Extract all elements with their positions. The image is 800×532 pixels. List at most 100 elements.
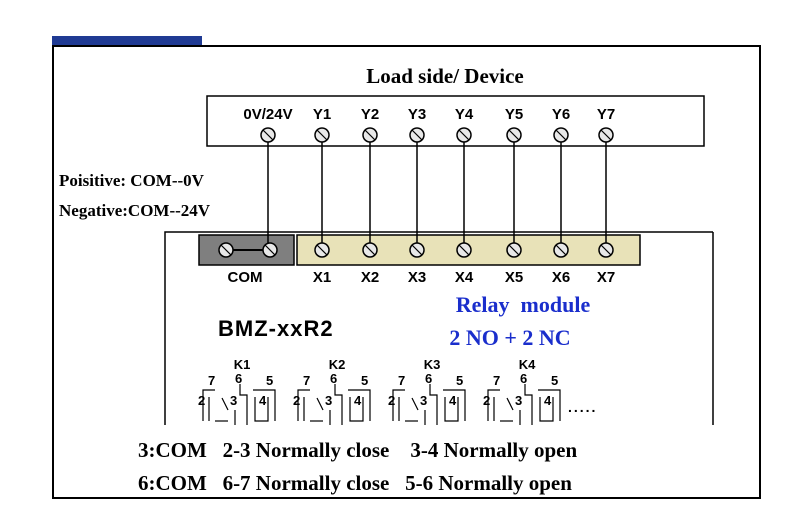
relay-name: K3 bbox=[424, 357, 441, 372]
relay-contact-lines bbox=[239, 384, 248, 425]
load-terminal-label-y2: Y2 bbox=[361, 106, 379, 123]
load-terminal-label-y5: Y5 bbox=[505, 106, 523, 123]
load-terminal-screw-2-slot bbox=[364, 129, 376, 141]
com-screw-left-slot bbox=[220, 244, 232, 256]
x-terminal-screw-3-slot bbox=[411, 244, 423, 256]
x-terminal-screw-6-slot bbox=[555, 244, 567, 256]
relay-contact-lines bbox=[506, 397, 514, 411]
com-label: COM bbox=[228, 269, 263, 286]
relay-contact-lines bbox=[349, 397, 364, 422]
x-terminal-screw-4-slot bbox=[458, 244, 470, 256]
relay-name: K1 bbox=[234, 357, 251, 372]
load-terminal-label-y6: Y6 bbox=[552, 106, 570, 123]
relay-k2: K2 7 6 5 2 3 4 bbox=[293, 357, 371, 425]
relay-contact-lines bbox=[348, 389, 371, 421]
relay-contact-lines bbox=[429, 384, 438, 425]
pin-label: 4 bbox=[259, 393, 267, 408]
ellipsis: ..... bbox=[568, 399, 597, 415]
load-terminal-label-0v-24v: 0V/24V bbox=[243, 106, 292, 123]
pin-label: 4 bbox=[544, 393, 552, 408]
pin-label: 3 bbox=[230, 393, 237, 408]
load-terminal-label-y4: Y4 bbox=[455, 106, 474, 123]
module-type-line1: Relay module bbox=[456, 292, 591, 317]
x-terminal-label-6: X6 bbox=[552, 269, 570, 286]
accent-bar bbox=[52, 36, 202, 46]
legend-line-1: 3:COM 2-3 Normally close 3-4 Normally op… bbox=[138, 438, 577, 462]
relay-contact-lines bbox=[538, 389, 561, 421]
relay-contact-lines bbox=[334, 384, 343, 425]
x-terminal-screw-7-slot bbox=[600, 244, 612, 256]
load-terminal-label-y1: Y1 bbox=[313, 106, 331, 123]
relay-contact-lines bbox=[253, 389, 276, 421]
relay-contact-lines bbox=[524, 384, 533, 425]
x-terminal-label-5: X5 bbox=[505, 269, 523, 286]
pin-label: 6 bbox=[520, 371, 527, 386]
pin-label: 7 bbox=[303, 373, 310, 388]
load-side-box bbox=[206, 95, 705, 147]
load-side-title: Load side/ Device bbox=[366, 64, 524, 88]
relay-contact-lines bbox=[392, 389, 405, 421]
relay-contact-lines bbox=[539, 397, 554, 422]
pin-label: 7 bbox=[493, 373, 500, 388]
pin-label: 5 bbox=[456, 373, 463, 388]
negative-note: Negative:COM--24V bbox=[59, 201, 211, 220]
relay-name: K4 bbox=[519, 357, 536, 372]
load-terminal-screw-5-slot bbox=[508, 129, 520, 141]
load-terminal-screw-7-slot bbox=[600, 129, 612, 141]
legend-line-2: 6:COM 6-7 Normally close 5-6 Normally op… bbox=[138, 471, 572, 495]
load-terminal-label-y3: Y3 bbox=[408, 106, 426, 123]
pin-label: 5 bbox=[361, 373, 368, 388]
load-terminal-screw-6-slot bbox=[555, 129, 567, 141]
relay-k3: K3 7 6 5 2 3 4 bbox=[388, 357, 466, 425]
relay-contact-lines bbox=[221, 397, 229, 411]
load-terminal-screw-0-slot bbox=[262, 129, 274, 141]
pin-label: 5 bbox=[266, 373, 273, 388]
positive-note: Poisitive: COM--0V bbox=[59, 171, 205, 190]
x-terminal-label-2: X2 bbox=[361, 269, 379, 286]
relay-contact-lines bbox=[444, 397, 459, 422]
pin-label: 7 bbox=[208, 373, 215, 388]
pin-label: 2 bbox=[483, 393, 490, 408]
load-terminal-screw-1-slot bbox=[316, 129, 328, 141]
relay-name: K2 bbox=[329, 357, 346, 372]
x-terminal-label-7: X7 bbox=[597, 269, 615, 286]
pin-label: 7 bbox=[398, 373, 405, 388]
pin-label: 6 bbox=[425, 371, 432, 386]
pin-label: 2 bbox=[293, 393, 300, 408]
pin-label: 3 bbox=[515, 393, 522, 408]
relay-contact-lines bbox=[297, 389, 310, 421]
relay-contact-lines bbox=[202, 389, 215, 421]
pin-label: 5 bbox=[551, 373, 558, 388]
load-terminal-screw-4-slot bbox=[458, 129, 470, 141]
x-terminal-screw-1-slot bbox=[316, 244, 328, 256]
relay-contact-lines bbox=[443, 389, 466, 421]
pin-label: 4 bbox=[354, 393, 362, 408]
pin-label: 4 bbox=[449, 393, 457, 408]
pin-label: 3 bbox=[420, 393, 427, 408]
x-terminal-label-3: X3 bbox=[408, 269, 426, 286]
com-screw-right-slot bbox=[264, 244, 276, 256]
module-type-line2: 2 NO + 2 NC bbox=[449, 325, 570, 350]
module-frame bbox=[164, 231, 713, 425]
model-label: BMZ-xxR2 bbox=[218, 316, 334, 341]
relay-contact-lines bbox=[316, 397, 324, 411]
relay-contact-lines bbox=[254, 397, 269, 422]
outer-frame bbox=[52, 45, 761, 499]
pin-label: 2 bbox=[198, 393, 205, 408]
relay-k4: K4 7 6 5 2 3 4 bbox=[483, 357, 561, 425]
relay-contact-lines bbox=[411, 397, 419, 411]
x-terminal-screw-2-slot bbox=[364, 244, 376, 256]
x-terminal-screw-5-slot bbox=[508, 244, 520, 256]
x-terminal-label-1: X1 bbox=[313, 269, 331, 286]
load-terminal-screw-3-slot bbox=[411, 129, 423, 141]
pin-label: 6 bbox=[330, 371, 337, 386]
pin-label: 3 bbox=[325, 393, 332, 408]
pin-label: 2 bbox=[388, 393, 395, 408]
relay-contact-lines bbox=[487, 389, 500, 421]
wires bbox=[267, 142, 607, 243]
